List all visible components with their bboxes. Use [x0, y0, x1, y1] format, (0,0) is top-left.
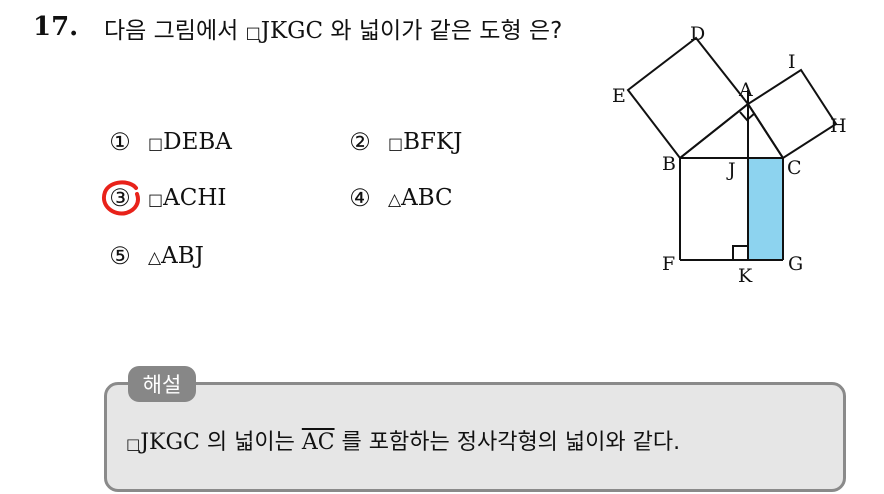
answer-circle-mark: [101, 180, 140, 216]
option-label: BFKJ: [403, 129, 463, 155]
solution-part2: 를 포함하는 정사각형의 넓이와 같다.: [334, 430, 681, 455]
question-text: 다음 그림에서 □JKGC 와 넓이가 같은 도형 은?: [104, 14, 604, 50]
option-number: ①: [109, 128, 131, 156]
label-j: J: [726, 159, 736, 181]
label-f: F: [662, 253, 675, 275]
option-symbol: □: [148, 190, 164, 209]
label-a: A: [738, 79, 753, 101]
square-symbol: □: [245, 23, 261, 42]
option-5[interactable]: ⑤ △ABJ: [108, 242, 204, 270]
solution-box: [104, 382, 846, 492]
label-i: I: [788, 51, 796, 73]
label-e: E: [612, 85, 626, 107]
highlight-rect-jkgc: [748, 158, 783, 260]
question-shape: JKGC: [260, 18, 324, 44]
option-number: ⑤: [109, 242, 131, 270]
label-d: D: [690, 23, 705, 45]
option-symbol: □: [148, 134, 164, 153]
solution-shape: JKGC: [140, 430, 200, 455]
question-text-after: 와 넓이가 같은 도형 은?: [323, 18, 563, 44]
solution-badge: 해설: [128, 366, 196, 402]
option-number: ②: [349, 128, 371, 156]
option-label: DEBA: [163, 129, 232, 155]
label-g: G: [788, 253, 803, 275]
option-symbol: □: [388, 134, 404, 153]
label-k: K: [738, 265, 753, 287]
solution-part1: 의 넓이는: [199, 430, 302, 455]
label-b: B: [662, 153, 676, 175]
question-number: 17.: [33, 12, 79, 42]
label-h: H: [830, 115, 847, 137]
option-1[interactable]: ① □DEBA: [108, 128, 232, 156]
option-label: ABC: [401, 185, 453, 211]
option-2[interactable]: ② □BFKJ: [348, 128, 462, 156]
option-symbol: △: [388, 190, 402, 210]
option-symbol: △: [148, 248, 162, 268]
option-label: ABJ: [161, 243, 204, 269]
option-4[interactable]: ④ △ABC: [348, 184, 453, 212]
solution-segment: AC: [301, 430, 335, 455]
question-text-before: 다음 그림에서: [104, 18, 246, 44]
square-symbol: □: [126, 435, 141, 453]
geometry-figure: D E A I H B J C F K G: [612, 23, 847, 287]
option-number: ④: [349, 184, 371, 212]
option-number: ③: [109, 184, 131, 212]
option-3[interactable]: ③ □ACHI: [108, 184, 226, 212]
solution-text: □JKGC 의 넓이는 AC 를 포함하는 정사각형의 넓이와 같다.: [126, 424, 680, 456]
label-c: C: [787, 157, 802, 179]
option-label: ACHI: [163, 185, 227, 211]
